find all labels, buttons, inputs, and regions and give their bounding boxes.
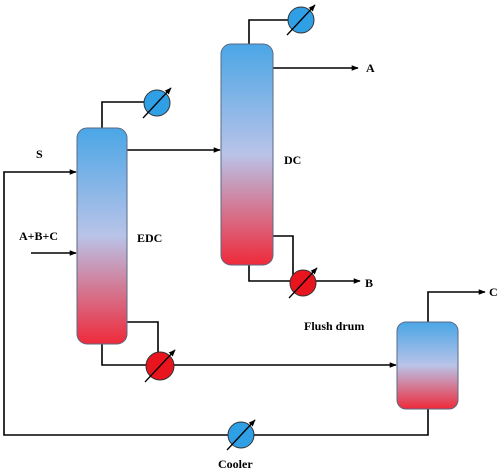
product-a-label: A — [366, 61, 375, 75]
flush-drum-label: Flush drum — [304, 319, 364, 333]
dc-condenser-icon — [286, 4, 316, 36]
edc-label: EDC — [137, 231, 162, 245]
solvent-recycle-pipe — [3, 169, 429, 436]
edc-bottoms-pipe — [101, 344, 158, 366]
edc-reboiler-return-pipe — [127, 321, 159, 365]
edc-condenser-icon — [142, 87, 172, 119]
cooler-icon — [226, 419, 256, 451]
edc-column — [76, 127, 128, 345]
dc-label: DC — [284, 153, 301, 167]
dc-reboiler-return-pipe — [273, 235, 294, 283]
product-c-pipe — [427, 289, 486, 322]
feed-label: A+B+C — [19, 229, 58, 243]
stream-s-label: S — [36, 147, 43, 161]
flush-drum-vessel — [396, 321, 459, 410]
dc-overhead-pipe — [248, 19, 301, 44]
edc-overhead-pipe — [101, 101, 157, 128]
product-c-label: C — [489, 285, 498, 299]
dc-reboiler-icon — [288, 267, 318, 299]
dc-column — [220, 43, 274, 266]
product-b-label: B — [365, 276, 373, 290]
edc-reboiler-icon — [144, 349, 176, 383]
dc-bottoms-pipe — [248, 264, 293, 282]
cooler-label: Cooler — [218, 457, 253, 471]
